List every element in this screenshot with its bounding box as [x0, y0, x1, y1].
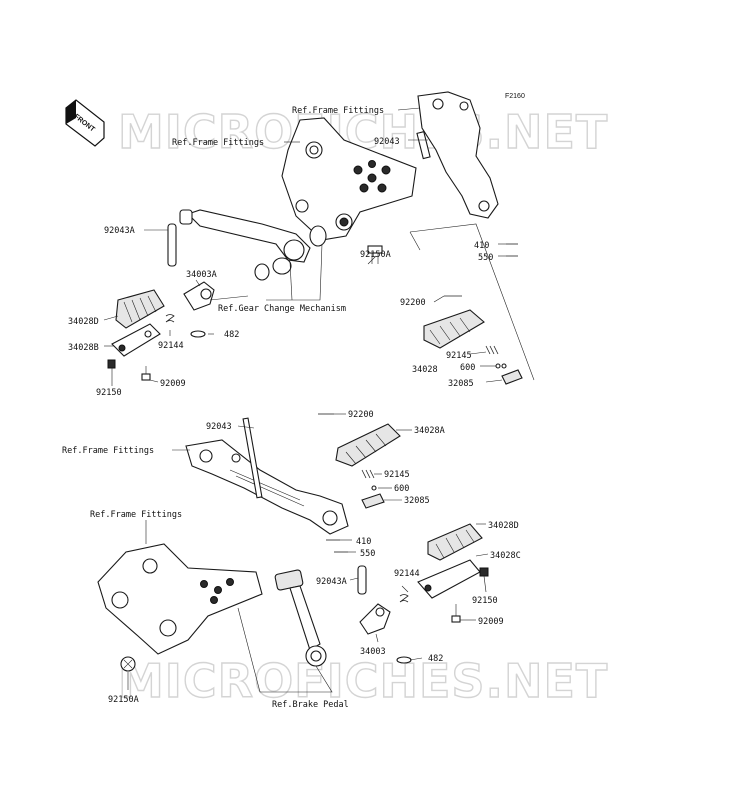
label-ref-frame-fittings: Ref.Frame Fittings	[90, 510, 182, 520]
brake-pedal	[274, 569, 327, 667]
screw-92009-bottom	[451, 604, 461, 623]
footpeg-34028A	[318, 413, 401, 467]
shift-lever-34003A	[183, 281, 215, 311]
label-92150: 92150	[472, 596, 498, 606]
rider-footrest-plate-bottom	[97, 543, 263, 655]
screw-92009-top	[141, 366, 151, 381]
bolt-92150-top	[107, 359, 116, 369]
diagram-code: F2160	[505, 93, 525, 100]
label-ref-brake-pedal: Ref.Brake Pedal	[272, 700, 349, 710]
leaders-top	[103, 107, 535, 386]
label-92043: 92043	[374, 137, 400, 147]
plate-32085-bottom	[361, 493, 385, 509]
label-410: 410	[474, 241, 489, 251]
pin-92043A-bottom	[357, 565, 367, 595]
callout-labels: Ref.Frame Fittings 92043 Ref.Frame Fitti…	[62, 106, 521, 710]
label-600: 600	[394, 484, 409, 494]
spring-92144-top	[165, 314, 175, 323]
label-34028A: 34028A	[414, 426, 445, 436]
label-34028D: 34028D	[488, 521, 519, 531]
label-410: 410	[356, 537, 371, 547]
label-92145: 92145	[446, 351, 472, 361]
footpeg-holder-34028C	[417, 559, 481, 599]
label-34028D: 34028D	[68, 317, 99, 327]
label-92144: 92144	[158, 341, 184, 351]
label-32085: 32085	[448, 379, 474, 389]
label-92009: 92009	[160, 379, 186, 389]
bolt-92150A-top	[367, 245, 383, 264]
label-ref-frame-fittings: Ref.Frame Fittings	[62, 446, 154, 456]
label-92043: 92043	[206, 422, 232, 432]
bolt-92150A-bottom	[120, 656, 136, 672]
ball-600-top	[495, 363, 501, 369]
footpeg-34028D-bottom	[427, 523, 483, 561]
label-92200: 92200	[400, 298, 426, 308]
gear-change-pedal	[179, 209, 327, 281]
label-92150A: 92150A	[360, 250, 391, 260]
label-34003A: 34003A	[186, 270, 217, 280]
rear-footpeg-bracket-left	[185, 417, 349, 535]
washer-482-bottom	[396, 656, 412, 664]
label-92144: 92144	[394, 569, 420, 579]
label-34028: 34028	[412, 365, 438, 375]
brake-lever-34003	[359, 603, 391, 635]
label-92043A: 92043A	[316, 577, 347, 587]
leaders-bottom	[127, 413, 489, 693]
spring-92145-bottom	[361, 469, 375, 479]
label-550: 550	[478, 253, 493, 263]
label-34003: 34003	[360, 647, 386, 657]
label-ref-gear-change: Ref.Gear Change Mechanism	[218, 304, 346, 314]
rider-footrest-plate-top	[281, 117, 417, 241]
spring-92145-top	[485, 345, 499, 355]
label-92200: 92200	[348, 410, 374, 420]
label-550: 550	[360, 549, 375, 559]
ball-600-bottom	[371, 485, 377, 491]
label-482: 482	[224, 330, 239, 340]
label-ref-frame-fittings: Ref.Frame Fittings	[292, 106, 384, 116]
bolt-92150-bottom	[479, 567, 489, 577]
label-482: 482	[428, 654, 443, 664]
label-92009: 92009	[478, 617, 504, 627]
watermark-bottom: MICROFICHES.NET	[118, 654, 608, 708]
label-600: 600	[460, 363, 475, 373]
label-32085: 32085	[404, 496, 430, 506]
plate-32085-top	[501, 369, 523, 385]
label-34028B: 34028B	[68, 343, 99, 353]
label-92150A: 92150A	[108, 695, 139, 705]
label-92145: 92145	[384, 470, 410, 480]
washer-482-top	[190, 330, 206, 338]
front-arrow-icon: FRONT	[65, 99, 105, 147]
label-ref-frame-fittings: Ref.Frame Fittings	[172, 138, 264, 148]
label-92043A: 92043A	[104, 226, 135, 236]
rear-footpeg-bracket-right	[416, 91, 499, 219]
label-92150: 92150	[96, 388, 122, 398]
footpeg-holder-34028B	[111, 323, 161, 357]
pin-92043A-top	[167, 223, 177, 267]
footpeg-34028-top	[423, 295, 485, 349]
footpeg-34028D-top	[115, 289, 165, 329]
spring-92144-bottom	[399, 594, 409, 603]
label-34028C: 34028C	[490, 551, 521, 561]
